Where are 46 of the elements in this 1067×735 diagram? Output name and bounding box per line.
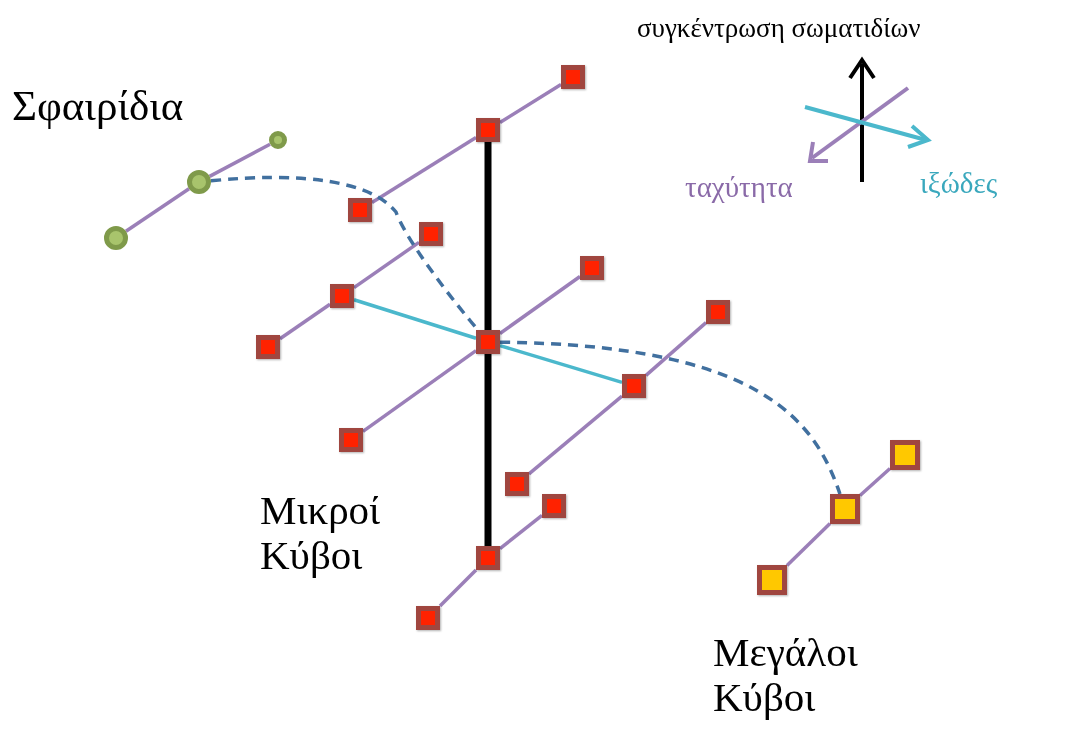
cube-marker	[561, 65, 585, 89]
cube-marker	[622, 374, 646, 398]
cube-marker	[505, 472, 529, 496]
cube-marker	[256, 335, 280, 359]
axis-label: ταχύτητα	[685, 172, 793, 204]
cube-marker	[542, 494, 566, 518]
connector-line	[499, 83, 562, 124]
connector-line	[484, 142, 492, 330]
cube-marker	[830, 494, 860, 524]
connector-line	[353, 240, 420, 290]
connector-line	[371, 136, 477, 204]
dashed-curve	[499, 340, 842, 495]
connector-line	[124, 187, 191, 233]
connector-line	[499, 275, 581, 335]
connector-line	[785, 522, 832, 567]
cube-marker	[476, 118, 500, 142]
cube-marker	[580, 256, 604, 280]
connector-line	[499, 343, 623, 385]
sphere-marker	[187, 170, 211, 194]
cube-marker	[330, 284, 354, 308]
connector-line	[644, 321, 708, 377]
cube-marker	[348, 198, 372, 222]
cube-marker	[416, 606, 440, 630]
cube-marker	[476, 546, 500, 570]
axis-label: ιξώδες	[920, 168, 998, 200]
cube-marker	[890, 440, 920, 470]
sphere-marker	[269, 131, 287, 149]
group-label: Σφαιρίδια	[12, 82, 184, 130]
connector-line	[362, 349, 477, 433]
group-label: Μεγάλοι Κύβοι	[713, 630, 859, 721]
connector-line	[208, 142, 271, 178]
connector-line	[858, 467, 892, 497]
cube-marker	[706, 300, 730, 324]
group-label: Μικροί Κύβοι	[260, 488, 382, 579]
connector-line	[527, 394, 624, 476]
cube-marker	[476, 330, 500, 354]
sphere-marker	[104, 226, 128, 250]
cube-marker	[419, 222, 443, 246]
cube-marker	[339, 428, 363, 452]
connector-line	[438, 568, 478, 608]
axis-label: συγκέντρωση σωματιδίων	[637, 14, 921, 44]
connector-line	[484, 354, 492, 546]
connector-line	[279, 302, 331, 341]
connector-line	[498, 514, 544, 550]
connector-line	[353, 298, 477, 340]
cube-marker	[757, 565, 787, 595]
